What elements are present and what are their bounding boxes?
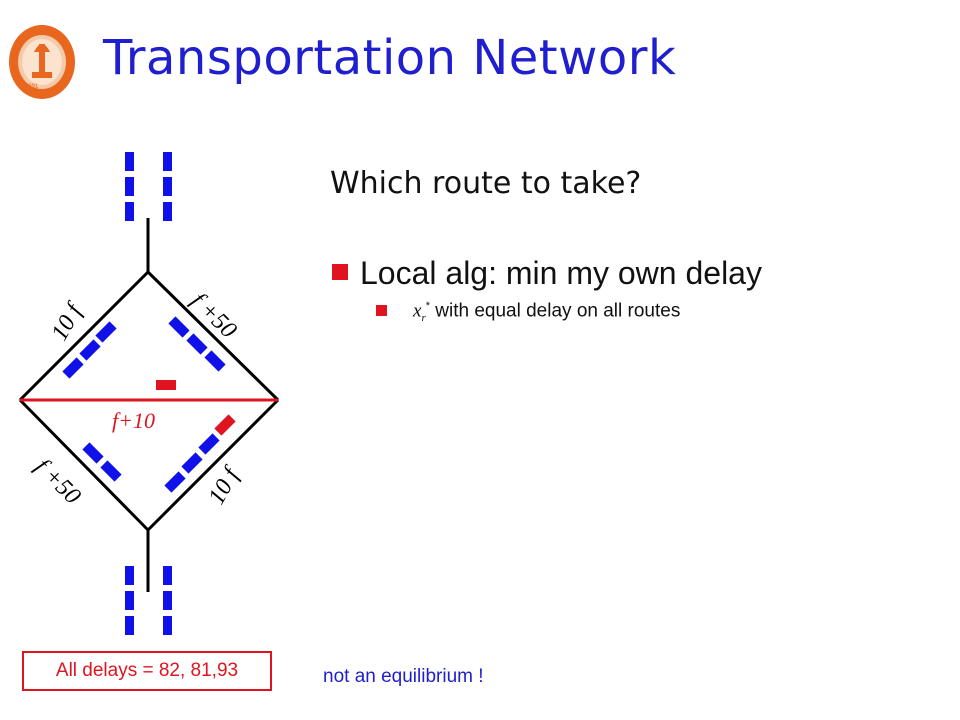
edge-lower-right bbox=[146, 398, 280, 532]
edge-lower-left bbox=[18, 398, 150, 532]
variable-x: x bbox=[413, 300, 422, 322]
network-diagram: 10 f f +50 f+10 f +50 10 f bbox=[18, 152, 280, 635]
vehicle-ur-1 bbox=[168, 316, 190, 338]
vehicle-ur-3 bbox=[204, 350, 226, 372]
variable-subscript: r bbox=[421, 312, 426, 325]
bottom-vehicle-queue bbox=[125, 566, 172, 635]
bullet-local-alg: Local alg: min my own delay bbox=[360, 255, 762, 291]
edge-upper-right bbox=[146, 270, 280, 402]
vehicle-lr-1 bbox=[214, 414, 236, 436]
question-heading: Which route to take? bbox=[330, 166, 642, 201]
vehicle-lr-4 bbox=[164, 471, 186, 493]
footer-note: not an equilibrium ! bbox=[323, 666, 484, 687]
vehicle-ul-1 bbox=[95, 321, 117, 343]
top-vehicle-queue bbox=[125, 152, 172, 221]
caltech-seal-icon: 1891 bbox=[9, 25, 75, 99]
edge-label-lower-left: f +50 bbox=[30, 454, 86, 510]
edge-upper-left bbox=[18, 270, 150, 402]
variable-superscript: * bbox=[425, 300, 430, 312]
vehicle-middle bbox=[156, 380, 176, 390]
bullet-square-icon bbox=[376, 305, 387, 316]
bullet-square-icon bbox=[332, 264, 348, 280]
page-title: Transportation Network bbox=[103, 30, 677, 86]
vehicle-ll-2 bbox=[100, 460, 122, 482]
vehicle-ll-1 bbox=[82, 442, 104, 464]
vehicle-ul-2 bbox=[79, 339, 101, 361]
sub-bullet-equal-delay: xr* with equal delay on all routes bbox=[413, 300, 680, 324]
delays-box: All delays = 82, 81,93 bbox=[22, 651, 272, 691]
vehicle-ur-2 bbox=[186, 333, 208, 355]
edge-label-middle: f+10 bbox=[112, 408, 155, 433]
vehicle-ul-3 bbox=[62, 357, 84, 379]
vehicle-lr-3 bbox=[181, 452, 203, 474]
sub-bullet-text: with equal delay on all routes bbox=[430, 300, 681, 322]
vehicle-lr-2 bbox=[198, 433, 220, 455]
svg-text:1891: 1891 bbox=[25, 84, 39, 90]
